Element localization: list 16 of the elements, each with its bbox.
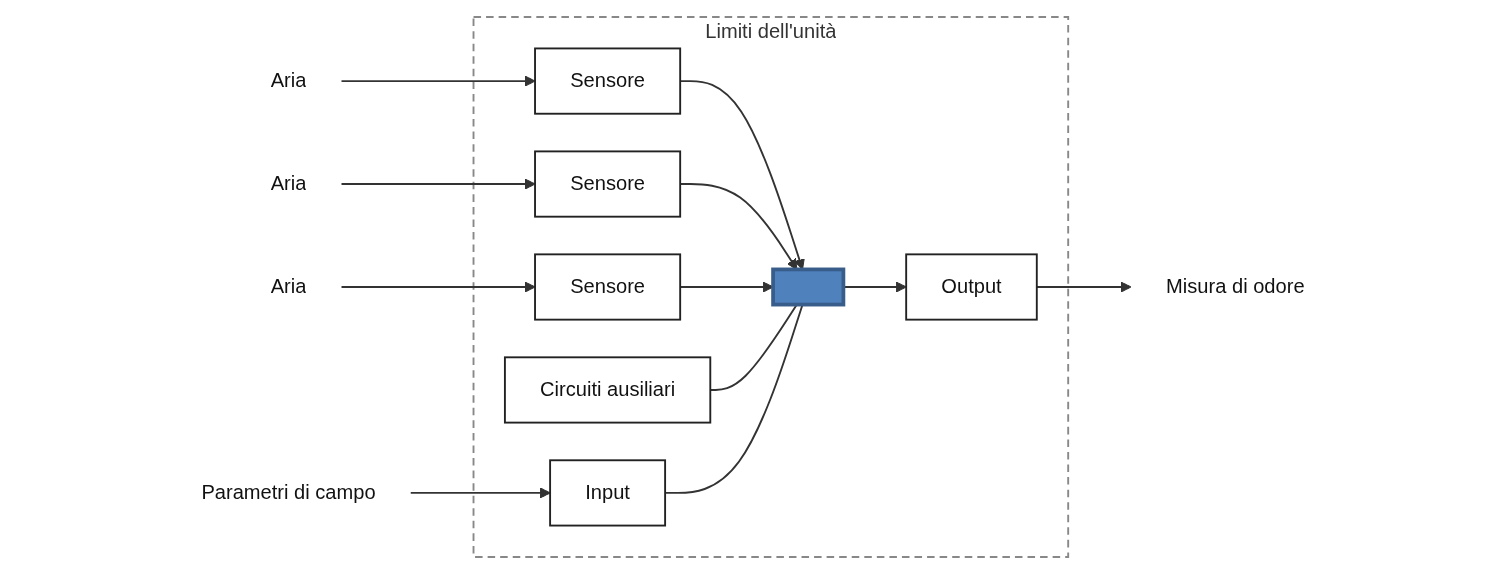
node-text: Aria <box>270 275 307 298</box>
node-box: Circuiti ausiliari <box>503 356 712 424</box>
node-box: Output <box>905 253 1038 321</box>
arrow <box>340 178 536 190</box>
arrow <box>340 75 536 87</box>
node-box: Sensore <box>534 253 682 321</box>
node-text: Misura di odore <box>1166 275 1305 298</box>
node-text: Aria <box>270 172 307 195</box>
node-text: Parametri di campo <box>201 481 376 503</box>
arrow <box>340 281 536 293</box>
node-box: Sensore <box>534 150 682 218</box>
arrow <box>409 487 551 499</box>
node-box <box>771 267 846 307</box>
node-box: Sensore <box>534 47 682 115</box>
node-box: Input <box>549 459 667 527</box>
node-text: Aria <box>270 69 307 92</box>
